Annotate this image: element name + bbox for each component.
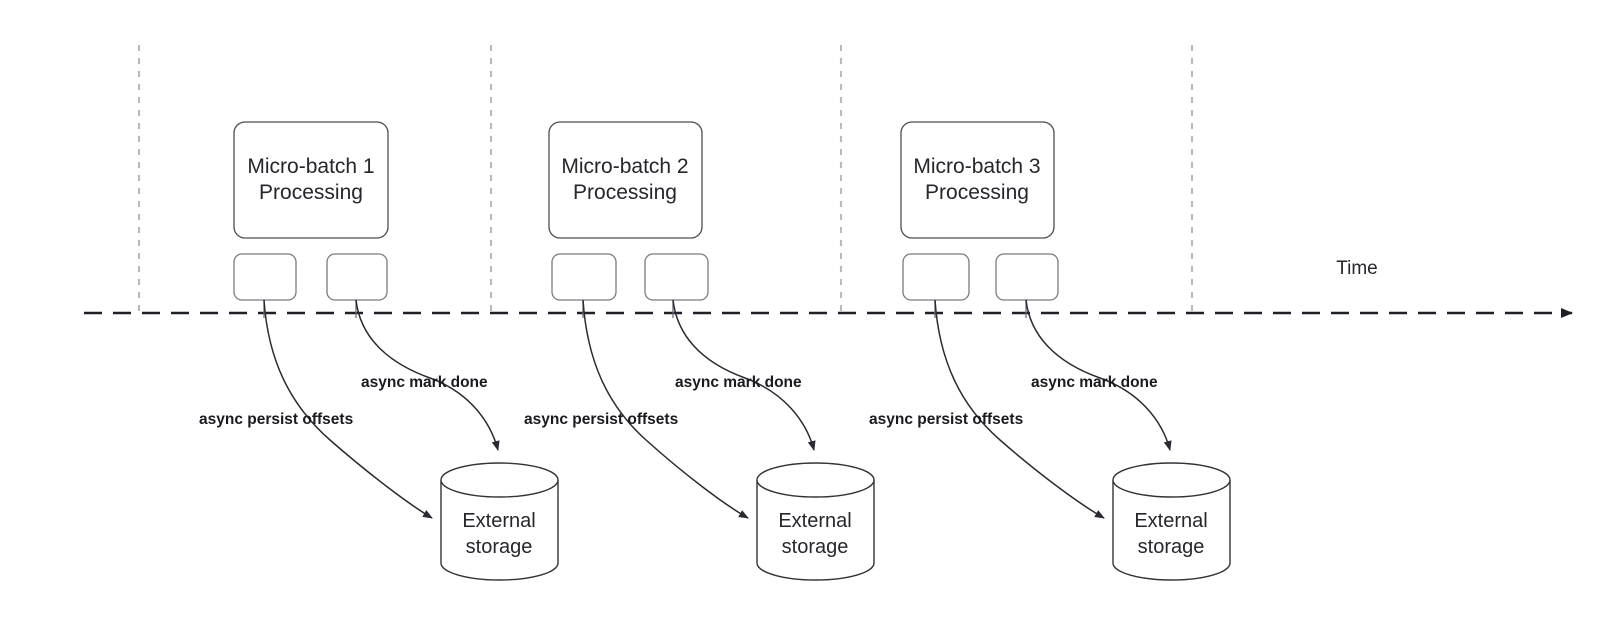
group-1: Micro-batch 1 Processing async persist o… [199, 121, 559, 581]
external-storage-label-1-line1: External [462, 510, 535, 532]
async-mark-done-arrow-1 [355, 299, 500, 451]
external-storage-cylinder-1[interactable] [440, 480, 559, 581]
async-persist-offsets-arrow-3 [934, 299, 1105, 519]
async-persist-offsets-label-2: async persist offsets [524, 411, 678, 428]
async-persist-offsets-label-1: async persist offsets [199, 411, 353, 428]
async-mark-done-label-2: async mark done [675, 374, 802, 391]
micro-batch-3-box[interactable] [900, 121, 1055, 239]
micro-batch-2-box[interactable] [548, 121, 703, 239]
task-box-1a[interactable] [233, 253, 297, 301]
task-box-1b[interactable] [326, 253, 388, 301]
external-storage-label-3-line1: External [1134, 510, 1207, 532]
external-storage-label-1-line2: storage [466, 536, 533, 558]
external-storage-label-2-line1: External [778, 510, 851, 532]
external-storage-label-3-line2: storage [1138, 536, 1205, 558]
micro-batch-1-label-line1: Micro-batch 1 [247, 155, 374, 178]
async-mark-done-label-3: async mark done [1031, 374, 1158, 391]
micro-batch-1-box[interactable] [233, 121, 389, 239]
task-box-3a[interactable] [902, 253, 970, 301]
micro-batch-2-label-line2: Processing [573, 181, 677, 204]
task-box-2b[interactable] [644, 253, 709, 301]
external-storage-cylinder-2-top [756, 462, 875, 498]
micro-batch-2-label-line1: Micro-batch 2 [561, 155, 688, 178]
async-mark-done-label-1: async mark done [361, 374, 488, 391]
group-2: Micro-batch 2 Processing async persist o… [524, 121, 875, 581]
group-3: Micro-batch 3 Processing async persist o… [869, 121, 1231, 581]
task-box-2a[interactable] [551, 253, 617, 301]
async-mark-done-arrow-3 [1025, 299, 1172, 451]
micro-batch-3-label-line1: Micro-batch 3 [913, 155, 1040, 178]
external-storage-cylinder-3-top [1112, 462, 1231, 498]
micro-batch-1-label-line2: Processing [259, 181, 363, 204]
task-box-3b[interactable] [995, 253, 1059, 301]
async-persist-offsets-arrow-1 [263, 299, 433, 519]
external-storage-cylinder-3[interactable] [1112, 480, 1231, 581]
external-storage-label-2-line2: storage [782, 536, 849, 558]
async-mark-done-arrow-2 [672, 299, 816, 451]
external-storage-cylinder-1-top [440, 462, 559, 498]
async-persist-offsets-label-3: async persist offsets [869, 411, 1023, 428]
async-persist-offsets-arrow-2 [582, 299, 749, 519]
time-axis-label: Time [1336, 258, 1378, 279]
external-storage-cylinder-2[interactable] [756, 480, 875, 581]
micro-batch-3-label-line2: Processing [925, 181, 1029, 204]
